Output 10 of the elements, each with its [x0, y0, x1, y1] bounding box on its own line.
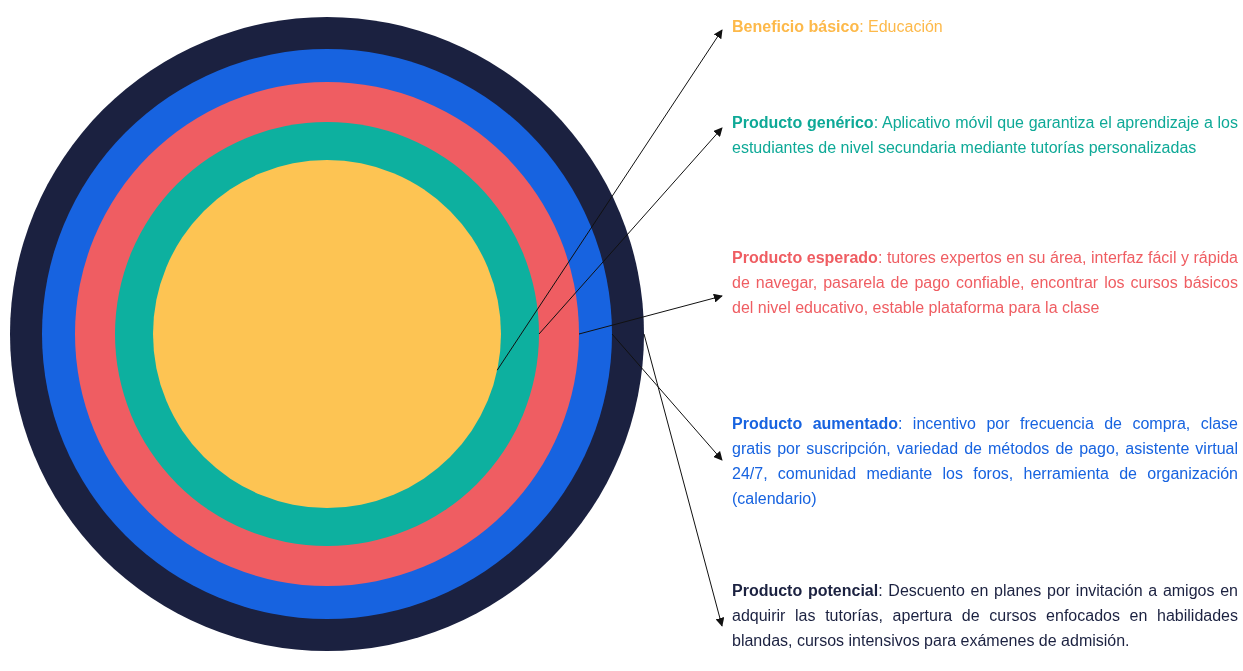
description-text: Producto aumentado: incentivo por frecuencia de compra, clase gratis por suscripción, variedad de métodos de pago, asistente virtual 24/7, comunidad mediante los foros, herramienta de organización (calendario): [732, 414, 1238, 509]
description-text: Producto potencial: Descuento en planes por invitación a amigos en adquirir las tutorías, apertura de cursos enfocados en habilidades blandas, cursos intensivos para exámenes de admisión.: [732, 581, 1238, 651]
arrow: [578, 293, 723, 335]
description-text: Producto esperado: tutores expertos en su área, interfaz fácil y rápida de navegar, pasarela de pago confiable, encontrar los cursos básicos del nivel educativo, estable plataforma para la clase: [732, 248, 1238, 318]
arrow: [538, 127, 723, 335]
arrow: [496, 29, 723, 371]
description-text: Beneficio básico: Educación: [732, 17, 944, 37]
arrow: [611, 333, 723, 461]
description-text: Producto genérico: Aplicativo móvil que garantiza el aprendizaje a los estudiantes de nivel secundaria mediante tutorías personalizadas: [732, 113, 1238, 158]
arrow: [643, 333, 725, 627]
